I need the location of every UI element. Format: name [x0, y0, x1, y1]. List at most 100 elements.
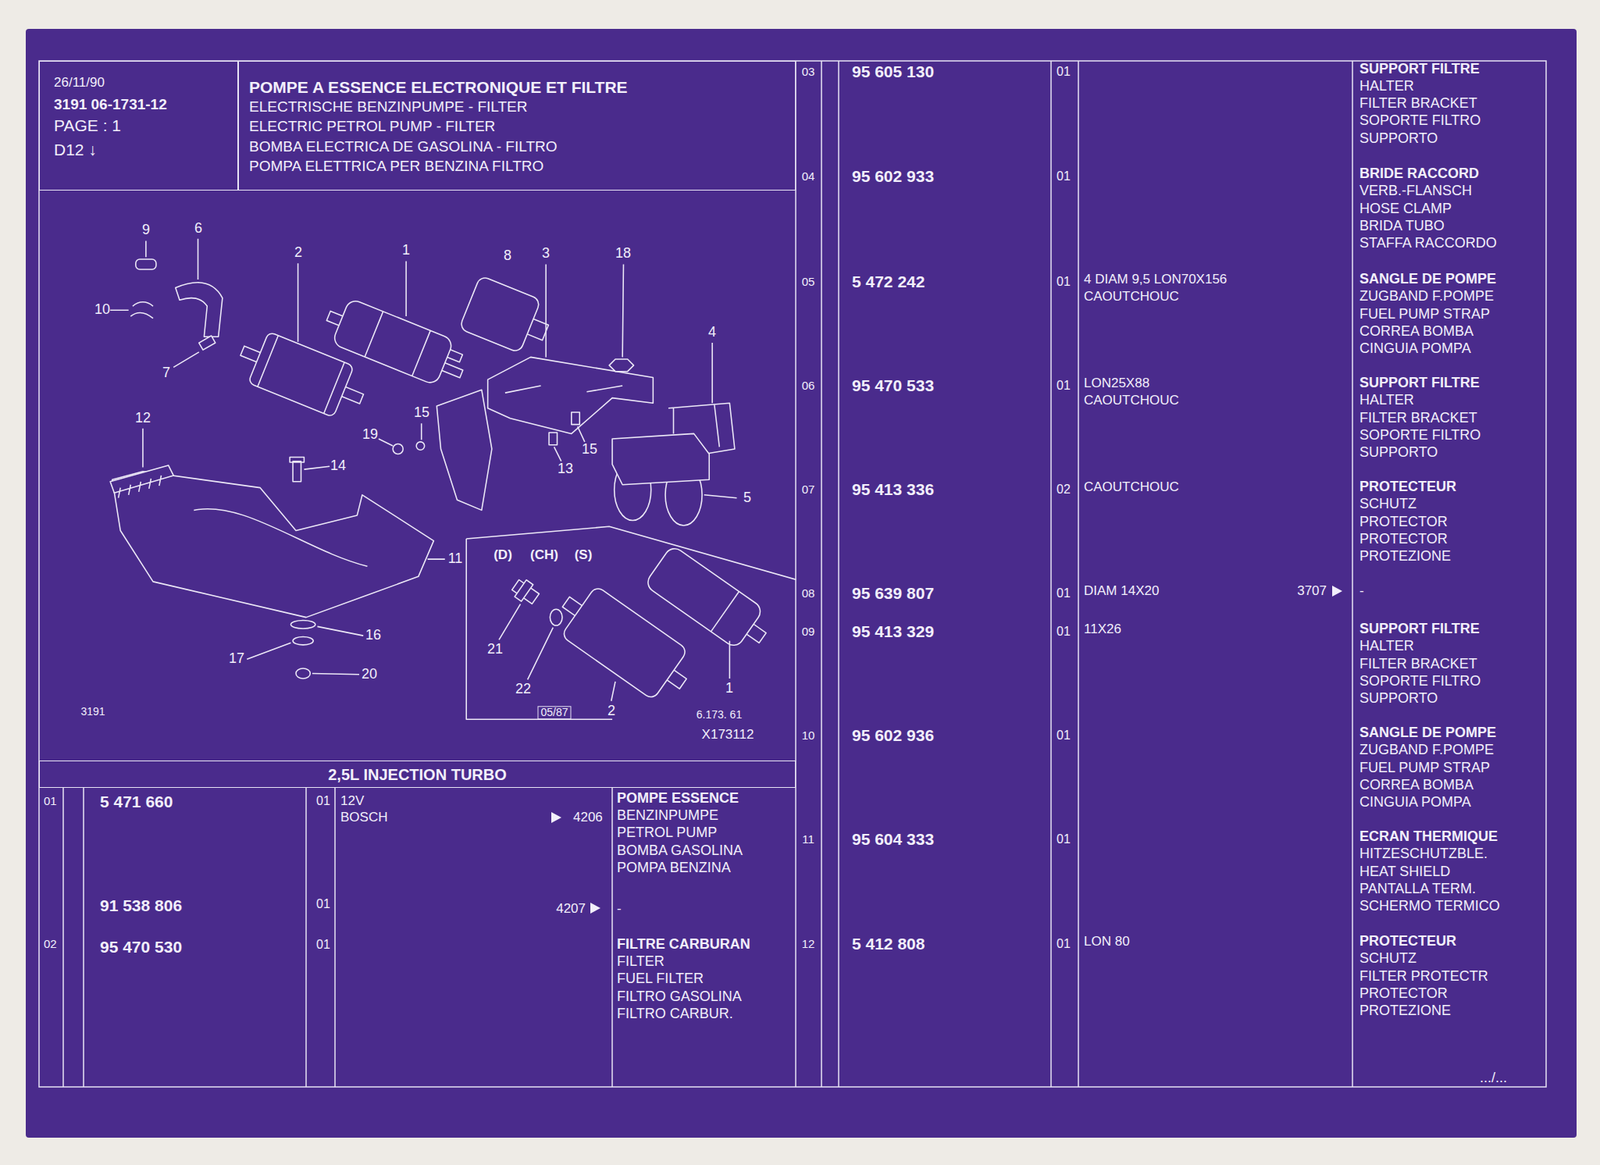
part-name-translation: HALTER: [1359, 638, 1415, 655]
pump-body: [644, 545, 765, 650]
part-name: FILTRE CARBURAN: [616, 937, 751, 953]
dimension-note: 3707: [1297, 584, 1327, 599]
part-name-translation: ZUGBAND F.POMPE: [1359, 288, 1494, 305]
quantity: 01: [1056, 274, 1071, 289]
quantity: 02: [1056, 482, 1071, 497]
dimension-note: 11X26: [1083, 622, 1122, 638]
inset-frame: [466, 526, 796, 720]
parts-drawing: [110, 238, 796, 720]
page-frame: [39, 60, 1547, 1087]
part-number: 95 470 530: [99, 937, 182, 956]
reference-arrow: [551, 812, 562, 824]
callout-number: 19: [362, 427, 378, 443]
part-number: 5 471 660: [99, 792, 173, 811]
callout-number: 15: [581, 441, 598, 458]
filter-band: [257, 335, 345, 414]
section-band: 2,5L INJECTION TURBO: [39, 760, 796, 788]
bracket-fold: [505, 385, 623, 393]
part-name: SANGLE DE POMPE: [1359, 271, 1497, 288]
part-name-translation: PANTALLA TERM.: [1359, 881, 1476, 898]
pump-body: [331, 298, 455, 386]
row-number: 04: [801, 170, 816, 184]
strap-block: [612, 433, 710, 485]
part-name-translation: FILTRO GASOLINA: [616, 989, 742, 1005]
callout-number: 2: [607, 703, 616, 720]
quantity: 01: [1056, 937, 1071, 952]
part-name: PROTECTEUR: [1359, 933, 1457, 950]
part-number: 95 602 933: [851, 167, 934, 186]
callout-number: 2: [294, 245, 303, 261]
callout-number: 10: [94, 302, 111, 318]
part-number: 5 472 242: [851, 272, 925, 291]
washer: [392, 443, 403, 454]
nut: [295, 668, 311, 679]
row-number: 12: [801, 937, 816, 952]
row-number: 10: [801, 729, 816, 743]
date-stamp: 05/87: [537, 705, 571, 720]
part-name-translation: CORREA BOMBA: [1359, 324, 1474, 340]
reference-arrows: [551, 585, 1343, 914]
heading-text: POMPE A ESSENCE ELECTRONIQUE ET FILTRE: [249, 78, 628, 97]
callout-number: 8: [503, 248, 512, 264]
part-name-translation: FILTRO CARBUR.: [616, 1006, 734, 1023]
part-name-translation: FUEL PUMP STRAP: [1359, 760, 1490, 777]
pump-band: [710, 591, 739, 632]
part-name-translation: PROTECTOR: [1359, 514, 1448, 531]
part-name-translation: .../...: [1479, 1070, 1508, 1087]
pad: [199, 335, 216, 350]
row-number: 02: [43, 937, 58, 952]
quantity: 01: [1056, 728, 1071, 743]
part-number: 95 605 130: [851, 62, 934, 81]
filter-bracket: [488, 356, 654, 434]
part-name: SUPPORT FILTRE: [1359, 621, 1480, 638]
dimension-note: 4206: [573, 810, 603, 826]
reference-arrow: [1332, 585, 1343, 597]
washer: [290, 620, 315, 629]
drawing-reference: 3191: [80, 705, 105, 718]
quantity: 01: [316, 897, 331, 912]
part-name-translation: SUPPORTO: [1359, 445, 1438, 461]
part-number: 95 470 533: [851, 376, 934, 395]
part-name-translation: FILTER BRACKET: [1359, 410, 1478, 427]
quantity: 01: [316, 937, 331, 952]
part-name-translation: FILTER: [616, 954, 665, 970]
part-name-translation: PROTEZIONE: [1359, 1003, 1451, 1020]
row-number: 11: [801, 833, 815, 847]
dimension-note: CAOUTCHOUC: [1083, 289, 1180, 305]
body-text: BOMBA ELECTRICA DE GASOLINA - FILTRO: [249, 138, 558, 156]
part-number: 95 413 329: [851, 622, 934, 641]
union-fitting: [509, 576, 542, 607]
body-text: POMPA ELETTRICA PER BENZINA FILTRO: [249, 158, 544, 175]
row-number: 06: [801, 379, 816, 393]
quantity: 01: [1056, 169, 1071, 184]
country-code: (CH): [530, 548, 559, 564]
cap-body: [459, 275, 542, 353]
quantity: 01: [1056, 624, 1071, 639]
column-rule: [1351, 60, 1354, 1087]
part-name-translation: HITZESCHUTZBLE.: [1359, 846, 1488, 863]
callout-number: 9: [142, 222, 150, 239]
part-name: POMPE ESSENCE: [616, 791, 739, 807]
washer: [416, 441, 425, 450]
part-name-translation: CINGUIA POMPA: [1359, 794, 1472, 811]
fitting-body: [512, 580, 540, 605]
callout-number: 5: [743, 490, 752, 507]
country-code: (D): [493, 548, 513, 564]
part-name-translation: HALTER: [1359, 392, 1415, 409]
part-name-translation: SCHERMO TERMICO: [1359, 898, 1501, 915]
part-number: 95 413 336: [851, 480, 934, 499]
quantity: 01: [1056, 586, 1071, 601]
body-text: ELECTRIC PETROL PUMP - FILTER: [249, 118, 496, 136]
row-number: 07: [801, 483, 816, 497]
dimension-note: DIAM 14X20: [1083, 584, 1159, 599]
part-name-translation: BOMBA GASOLINA: [616, 843, 743, 859]
quantity: 01: [316, 794, 331, 809]
dimension-note: X173112: [702, 727, 755, 743]
callout-number: 3: [541, 245, 550, 262]
part-number: 95 639 807: [851, 584, 934, 603]
callout-number: 20: [361, 666, 378, 683]
callout-number: 1: [725, 680, 734, 697]
